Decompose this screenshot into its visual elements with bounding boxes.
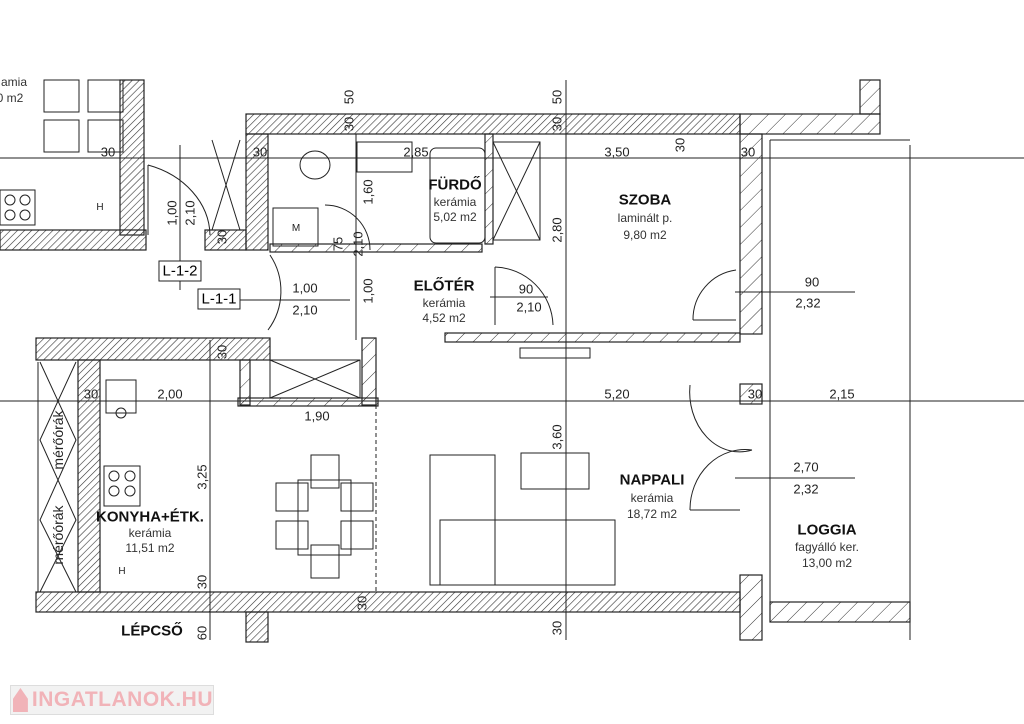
dimension-label: 30	[83, 386, 99, 402]
dimension-label: 30	[194, 574, 210, 590]
dimension-label: 30	[549, 620, 565, 636]
section-tag-l-1-2: L-1-2	[158, 260, 202, 282]
dimension-label: 30	[672, 137, 688, 153]
room-konyha-floor: kerámia	[128, 526, 172, 540]
room-loggia-floor: fagyálló ker.	[794, 540, 860, 554]
room-szoba-floor: laminált p.	[617, 211, 673, 225]
dimension-label: 50	[341, 89, 357, 105]
room-furdo-name: FÜRDŐ	[428, 176, 482, 194]
fixture-m: M	[291, 223, 301, 234]
room-eloter-area: 4,52 m2	[422, 311, 466, 325]
dimension-label: 2,10	[182, 200, 198, 226]
dimension-label: 5,20	[604, 386, 630, 402]
dimension-label: 3,60	[549, 424, 565, 450]
dimension-label: 1,00	[164, 200, 180, 226]
room-szoba-area: 9,80 m2	[623, 228, 667, 242]
dimension-label: 3,25	[194, 464, 210, 490]
dimension-label: 30	[252, 144, 268, 160]
dimension-label: 30	[354, 595, 370, 611]
room-lepcso-name: LÉPCSŐ	[121, 622, 183, 640]
dimension-label: 30	[100, 144, 116, 160]
furniture	[0, 79, 616, 593]
dimension-label: 2,80	[549, 217, 565, 243]
dimension-label: 2,15	[829, 386, 855, 402]
watermark-text: INGATLANOK.HU	[31, 688, 213, 711]
neighbor-area: 0 m2	[0, 91, 24, 105]
meter-label: mérőórák	[50, 410, 66, 470]
dimension-label: 90	[518, 281, 534, 297]
dimension-label: 2,85	[403, 144, 429, 160]
dimension-label: 2,10	[350, 231, 366, 257]
house-icon	[13, 688, 28, 712]
dimension-label: 90	[804, 274, 820, 290]
dimension-label: 30	[214, 344, 230, 360]
fixture-h: H	[96, 202, 104, 213]
dimension-label: 30	[740, 144, 756, 160]
room-loggia-area: 13,00 m2	[801, 556, 853, 570]
dimension-label: 1,60	[360, 179, 376, 205]
room-eloter-name: ELŐTÉR	[413, 277, 475, 295]
doors	[147, 164, 753, 511]
dimension-label: 30	[214, 229, 230, 245]
dimension-label: 30	[747, 386, 763, 402]
dimension-label: 2,00	[157, 386, 183, 402]
dimension-label: 1,00	[360, 278, 376, 304]
neighbor-floor: amia	[0, 75, 28, 89]
dimension-label: 2,10	[292, 302, 318, 318]
dimension-label: 1,90	[304, 408, 330, 424]
dimension-label: 30	[549, 116, 565, 132]
dimension-label: 30	[341, 116, 357, 132]
room-nappali-name: NAPPALI	[619, 471, 685, 489]
watermark-logo: INGATLANOK.HU	[10, 685, 214, 715]
room-furdo-floor: kerámia	[433, 195, 477, 209]
walls	[0, 79, 911, 643]
room-konyha-name: KONYHA+ÉTK.	[96, 508, 204, 526]
dimension-label: 3,50	[604, 144, 630, 160]
dimension-label: 2,70	[793, 459, 819, 475]
dimension-label: 1,00	[292, 280, 318, 296]
dimension-label: 2,32	[795, 295, 821, 311]
meter-label: mérőórák	[50, 505, 66, 565]
room-szoba-name: SZOBA	[618, 191, 672, 209]
room-eloter-floor: kerámia	[422, 296, 466, 310]
section-tag-l-1-1: L-1-1	[197, 288, 241, 310]
room-nappali-floor: kerámia	[630, 491, 674, 505]
dimension-label: 2,10	[516, 299, 542, 315]
room-furdo-area: 5,02 m2	[433, 210, 477, 224]
dimension-label: 75	[330, 236, 346, 252]
room-loggia-name: LOGGIA	[797, 521, 857, 539]
dimension-label: 50	[549, 89, 565, 105]
room-konyha-area: 11,51 m2	[125, 541, 175, 555]
room-nappali-area: 18,72 m2	[626, 507, 678, 521]
fixture-h: H	[118, 566, 126, 577]
dimension-label: 60	[194, 625, 210, 641]
dimension-label: 2,32	[793, 481, 819, 497]
